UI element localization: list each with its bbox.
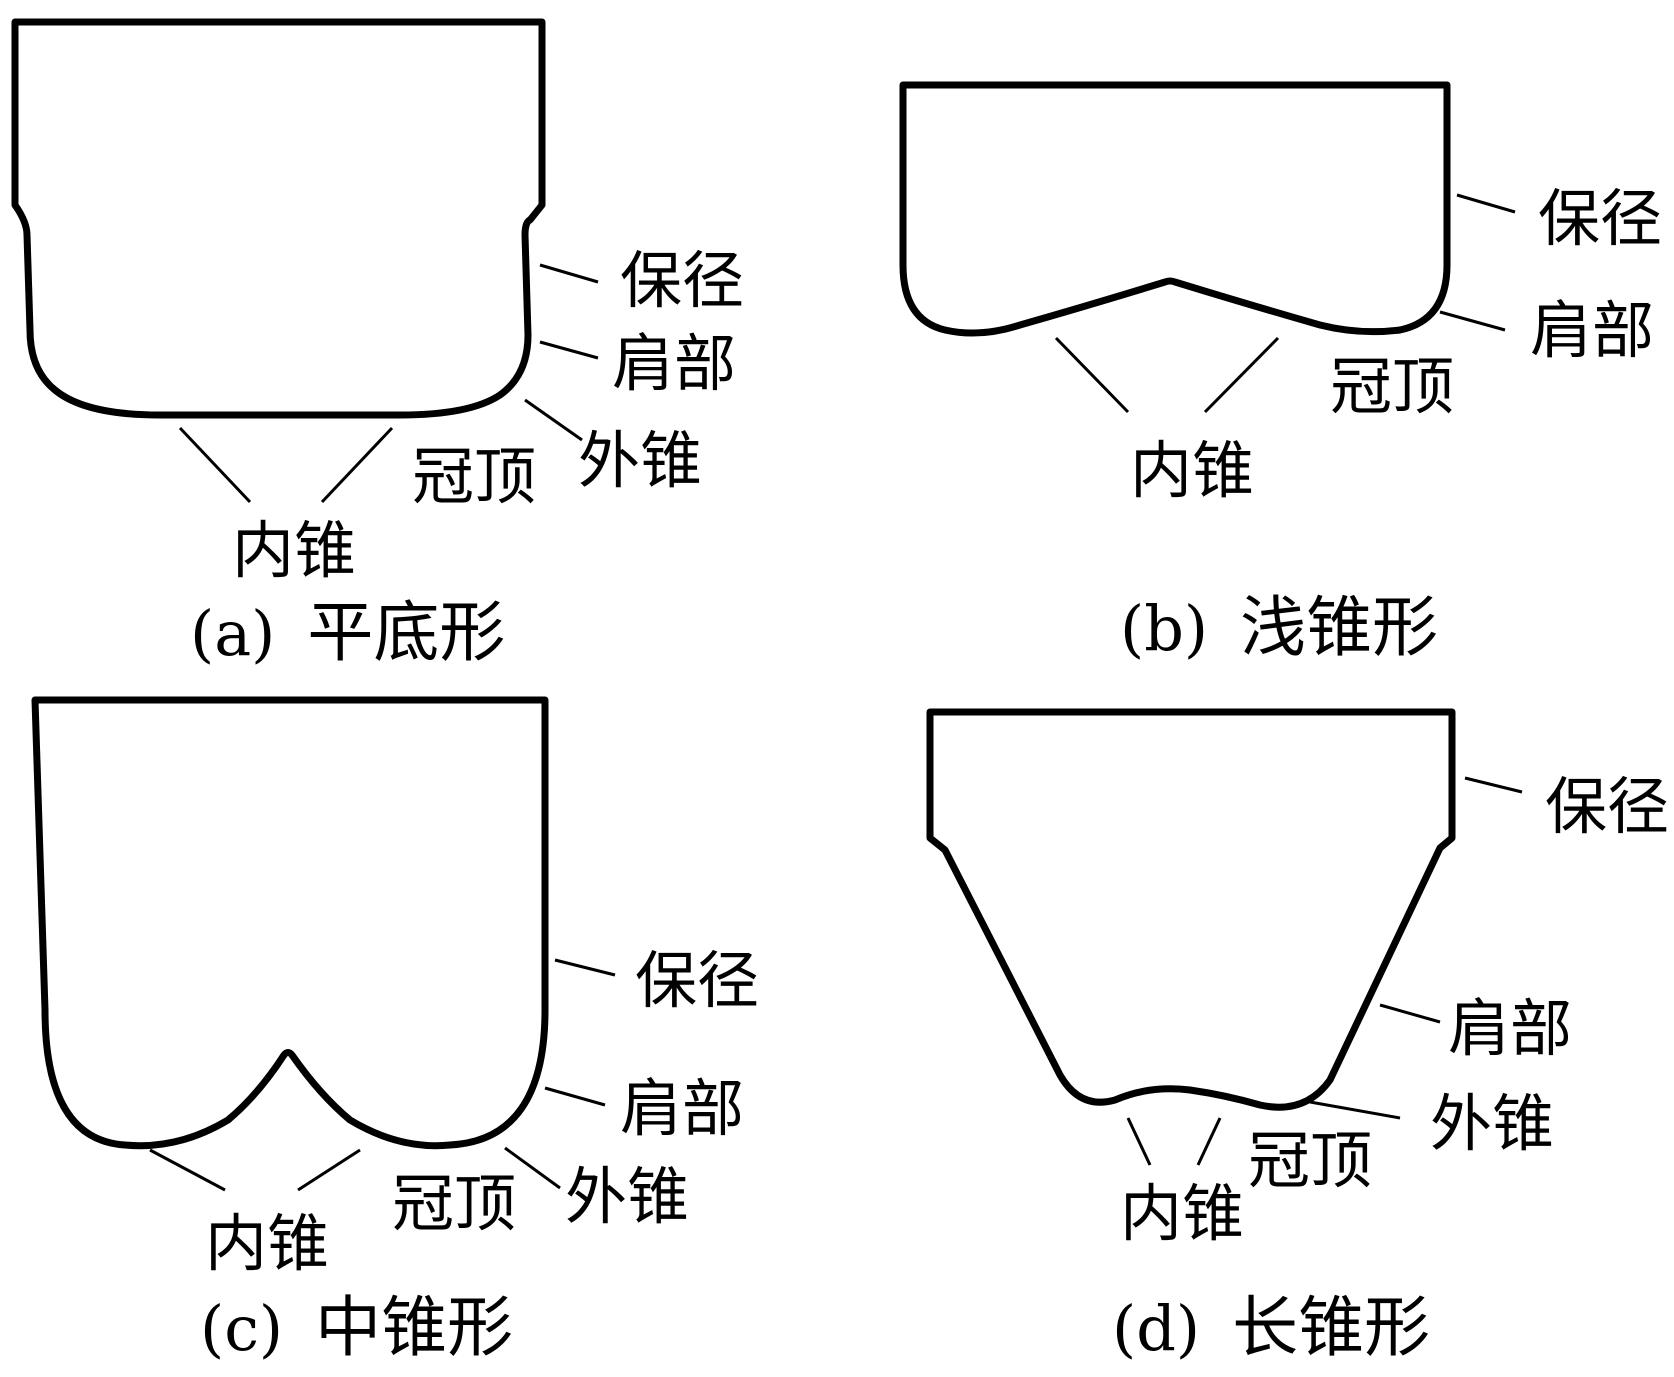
leader-d-outer-cone	[1309, 1100, 1401, 1120]
leader-d-shoulder	[1379, 1003, 1441, 1024]
caption-d-name: 长锥形	[1232, 1289, 1430, 1366]
leader-a-inner-cone-left	[178, 426, 252, 504]
label-d-shoulder: 肩部	[1448, 992, 1572, 1065]
label-a-gauge: 保径	[620, 244, 744, 317]
caption-a: (a) 平底形	[190, 594, 505, 671]
caption-d-letter: (d)	[1112, 1292, 1200, 1365]
caption-b-letter: (b)	[1120, 592, 1208, 665]
leader-a-shoulder	[539, 340, 599, 360]
label-a-shoulder: 肩部	[612, 327, 736, 400]
label-a-crown: 冠顶	[412, 440, 536, 513]
leader-c-outer-cone	[504, 1146, 561, 1190]
leader-d-inner-cone-right	[1196, 1117, 1222, 1166]
label-d-gauge: 保径	[1545, 770, 1669, 843]
caption-d: (d) 长锥形	[1112, 1289, 1430, 1366]
label-b-gauge: 保径	[1538, 182, 1662, 255]
caption-b-name: 浅锥形	[1240, 589, 1438, 666]
caption-a-name: 平底形	[307, 594, 505, 671]
label-d-inner-cone: 内锥	[1120, 1177, 1244, 1250]
caption-c-letter: (c)	[200, 1292, 283, 1365]
caption-c-name: 中锥形	[315, 1289, 513, 1366]
leader-a-inner-cone-right	[320, 426, 394, 504]
leader-d-inner-cone-left	[1126, 1117, 1152, 1166]
leader-c-inner-cone-right	[297, 1148, 361, 1192]
caption-b: (b) 浅锥形	[1120, 589, 1438, 666]
label-c-outer-cone: 外锥	[565, 1160, 689, 1233]
leader-c-gauge	[554, 958, 616, 977]
panel-c: 保径 肩部 外锥 冠顶 内锥 (c) 中锥形	[31, 696, 759, 1366]
profile-c-outline	[31, 696, 549, 1150]
leader-a-gauge	[539, 263, 599, 284]
label-a-outer-cone: 外锥	[578, 424, 702, 497]
panel-a: 保径 肩部 外锥 冠顶 内锥 (a) 平底形	[11, 18, 744, 671]
label-c-gauge: 保径	[635, 944, 759, 1017]
leader-c-shoulder	[544, 1086, 606, 1107]
label-a-inner-cone: 内锥	[232, 514, 356, 587]
leader-b-gauge	[1456, 193, 1516, 214]
profile-d-outline	[926, 708, 1456, 1111]
label-c-shoulder: 肩部	[620, 1072, 744, 1145]
label-d-crown: 冠顶	[1248, 1124, 1372, 1197]
caption-c: (c) 中锥形	[200, 1289, 513, 1366]
caption-a-letter: (a)	[190, 597, 275, 670]
label-d-outer-cone: 外锥	[1430, 1087, 1554, 1160]
leader-d-gauge	[1464, 776, 1523, 794]
label-c-crown: 冠顶	[392, 1167, 516, 1240]
leader-b-inner-cone-right	[1203, 336, 1280, 414]
profile-b-outline	[899, 81, 1451, 337]
leader-b-shoulder	[1439, 310, 1506, 332]
label-b-shoulder: 肩部	[1530, 294, 1654, 367]
profile-a-outline	[11, 18, 546, 419]
panel-d: 保径 肩部 外锥 冠顶 内锥 (d) 长锥形	[926, 708, 1669, 1366]
leader-c-inner-cone-left	[149, 1148, 226, 1192]
leader-a-outer-cone	[524, 398, 583, 442]
panel-b: 保径 肩部 冠顶 内锥 (b) 浅锥形	[899, 81, 1662, 666]
label-c-inner-cone: 内锥	[205, 1207, 329, 1280]
leader-b-inner-cone-left	[1054, 336, 1130, 414]
label-b-crown: 冠顶	[1330, 350, 1454, 423]
label-b-inner-cone: 内锥	[1130, 434, 1254, 507]
